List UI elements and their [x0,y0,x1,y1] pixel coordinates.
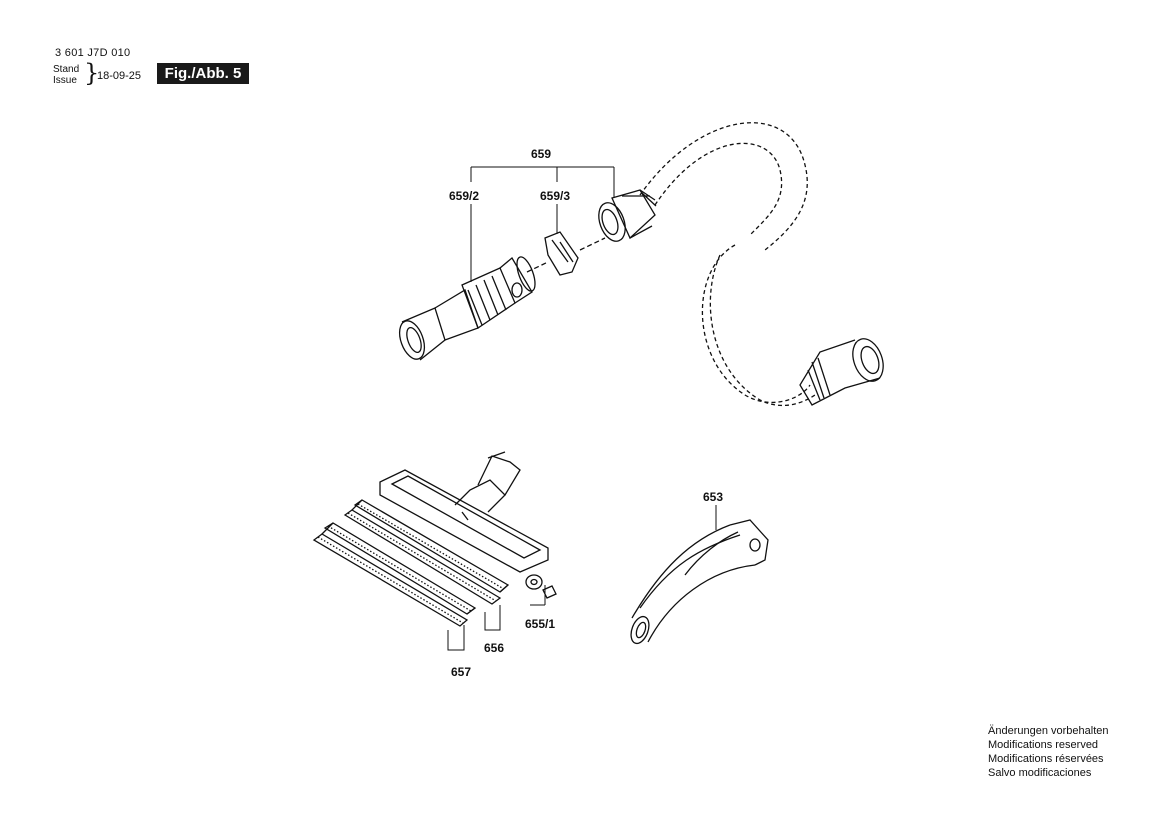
label-655-1: 655/1 [525,617,555,631]
washer-pin-655-1 [525,574,557,599]
figure-badge: Fig./Abb. 5 [157,63,249,84]
brace-glyph: } [84,59,100,87]
stand-issue-label: Stand Issue [53,64,79,86]
notice-line-es: Salvo modificaciones [988,767,1092,779]
issue-date: 18-09-25 [97,70,142,82]
adapter-659-2 [398,256,536,361]
hose-cuff-upper [598,189,657,242]
label-659: 659 [531,147,551,161]
strip-656 [343,499,510,605]
notice-line-de: Änderungen vorbehalten [988,725,1109,737]
notice-line-fr: Modifications réservées [988,753,1104,765]
label-653: 653 [703,490,723,504]
notice-line-en: Modifications reserved [988,739,1099,751]
label-656: 656 [484,641,504,655]
label-659-3: 659/3 [540,189,570,203]
bent-handle-653 [630,519,769,645]
assembly-axis [526,237,606,273]
issue-label: Issue [53,75,77,86]
stand-label: Stand [53,64,80,75]
leader-lines [447,166,717,651]
modifications-notice: Änderungen vorbehalten Modifications res… [988,724,1108,780]
hose-cuff-lower [799,338,884,406]
document-number: 3 601 J7D 010 [55,47,131,59]
hose [639,122,816,407]
label-659-2: 659/2 [449,189,479,203]
floor-nozzle [379,451,549,573]
clip-659-3 [544,231,579,276]
label-657: 657 [451,665,471,679]
strip-657 [312,522,477,627]
